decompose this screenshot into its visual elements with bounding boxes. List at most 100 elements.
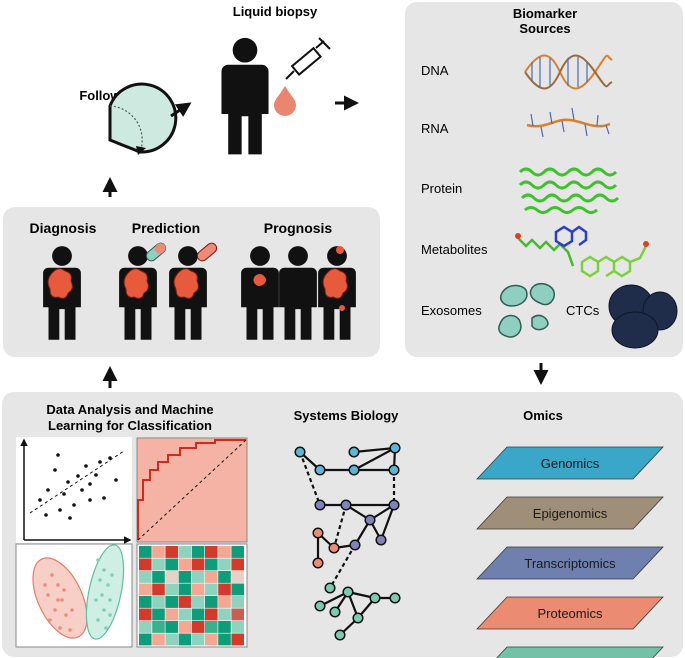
cluster-point — [108, 613, 112, 617]
cluster-point — [62, 588, 66, 592]
omics-layer-proteomics — [476, 596, 664, 630]
network-node — [312, 527, 324, 539]
cluster-point — [60, 598, 64, 602]
cluster-point — [100, 593, 104, 597]
cluster-point — [46, 593, 50, 597]
network-node — [388, 464, 400, 476]
heatmap-cell — [191, 546, 205, 558]
source-ctcs-label: CTCs — [566, 303, 600, 318]
omics-layer-genomics — [476, 446, 664, 480]
heatmap-cell — [178, 571, 192, 583]
heatmap-cell — [139, 546, 152, 558]
heatmap-chart — [136, 543, 248, 648]
heatmap-cell — [231, 571, 244, 583]
heatmap-cell — [231, 583, 244, 596]
heatmap-cell — [178, 633, 192, 646]
network-node — [314, 499, 326, 511]
cluster-point — [70, 608, 74, 612]
cluster-point — [58, 626, 62, 630]
prognosis-metastasis-leg — [339, 305, 345, 311]
network-node — [294, 446, 306, 458]
heatmap-cell — [178, 558, 192, 571]
pill-teal-icon — [145, 242, 167, 262]
heatmap-cell — [231, 558, 244, 571]
diagnosis-tumor-icon — [47, 268, 73, 299]
syringe-icon — [285, 37, 331, 80]
source-protein-label: Protein — [421, 181, 462, 196]
network-node — [349, 539, 361, 551]
heatmap-cell — [231, 596, 244, 608]
heatmap-cell — [139, 571, 152, 583]
network-node — [364, 514, 376, 526]
heatmap-cell — [178, 583, 192, 596]
heatmap-cell — [218, 621, 231, 633]
heatmap-cell — [139, 596, 152, 608]
cluster-point — [48, 618, 52, 622]
network-nodes — [294, 442, 401, 641]
network-node — [312, 557, 324, 569]
cluster-point — [96, 618, 100, 622]
heatmap-cell — [165, 608, 178, 621]
analysis-title-line2: Learning for Classification — [48, 418, 212, 433]
heatmap-cell — [191, 583, 205, 596]
heatmap-cell — [218, 583, 231, 596]
omics-layer-label: Epigenomics — [533, 506, 608, 521]
arrow-followup-to-biopsy — [170, 102, 192, 118]
heatmap-cell — [231, 546, 244, 558]
heatmap-cell — [165, 583, 178, 596]
heatmap-cell — [205, 621, 218, 633]
heatmap-cell — [191, 621, 205, 633]
cluster-point — [56, 583, 60, 587]
sources-title-line1: Biomarker — [513, 6, 577, 21]
rna-strand-icon — [526, 107, 611, 138]
prediction-tumor-2-icon — [173, 268, 199, 299]
heatmap-cell — [152, 633, 165, 646]
heatmap-cell — [191, 571, 205, 583]
scatter-plot — [16, 437, 132, 544]
network-node — [388, 499, 400, 511]
network-node — [352, 612, 364, 624]
dna-helix-icon — [524, 54, 613, 90]
cluster-point — [98, 578, 102, 582]
heatmap-cell — [165, 621, 178, 633]
network-node — [329, 606, 341, 618]
network-node — [348, 446, 360, 458]
omics-layer-metabolomics — [496, 646, 664, 658]
cluster-point — [64, 613, 68, 617]
heatmap-cell — [165, 546, 178, 558]
heatmap-cell — [139, 558, 152, 571]
network-node — [375, 534, 387, 546]
heatmap-cell — [152, 583, 165, 596]
heatmap-cell — [152, 608, 165, 621]
cluster-point — [94, 598, 98, 602]
cluster-point — [43, 583, 47, 587]
network-node — [342, 586, 354, 598]
heatmap-cell — [218, 546, 231, 558]
biopsy-person-icon — [221, 37, 269, 155]
heatmap-cell — [139, 583, 152, 596]
cluster-plot — [15, 543, 133, 648]
pill-red-icon — [196, 242, 218, 262]
heatmap-cell — [178, 608, 192, 621]
network-node — [314, 600, 326, 612]
followup-clock-icon — [108, 82, 178, 155]
network-node — [348, 464, 360, 476]
prognosis-tumor-1-icon — [253, 274, 266, 286]
prediction-tumor-1-icon — [123, 268, 149, 299]
metabolite-molecule-icon — [515, 225, 649, 278]
source-metabolites-label: Metabolites — [421, 242, 488, 257]
heatmap-cell — [218, 608, 231, 621]
roc-curve-chart — [136, 437, 248, 543]
network-node — [328, 542, 340, 554]
prognosis-title: Prognosis — [264, 220, 333, 236]
network-node — [369, 592, 381, 604]
source-dna-label: DNA — [421, 63, 449, 78]
biopsy-title: Liquid biopsy — [233, 4, 318, 19]
heatmap-cell — [165, 558, 178, 571]
heatmap-cell — [205, 608, 218, 621]
systems-title: Systems Biology — [294, 408, 400, 423]
network-node — [324, 582, 336, 594]
omics-layer-label: Proteomics — [537, 606, 603, 621]
cluster-point — [50, 573, 54, 577]
prognosis-metastasis-head — [336, 246, 344, 254]
